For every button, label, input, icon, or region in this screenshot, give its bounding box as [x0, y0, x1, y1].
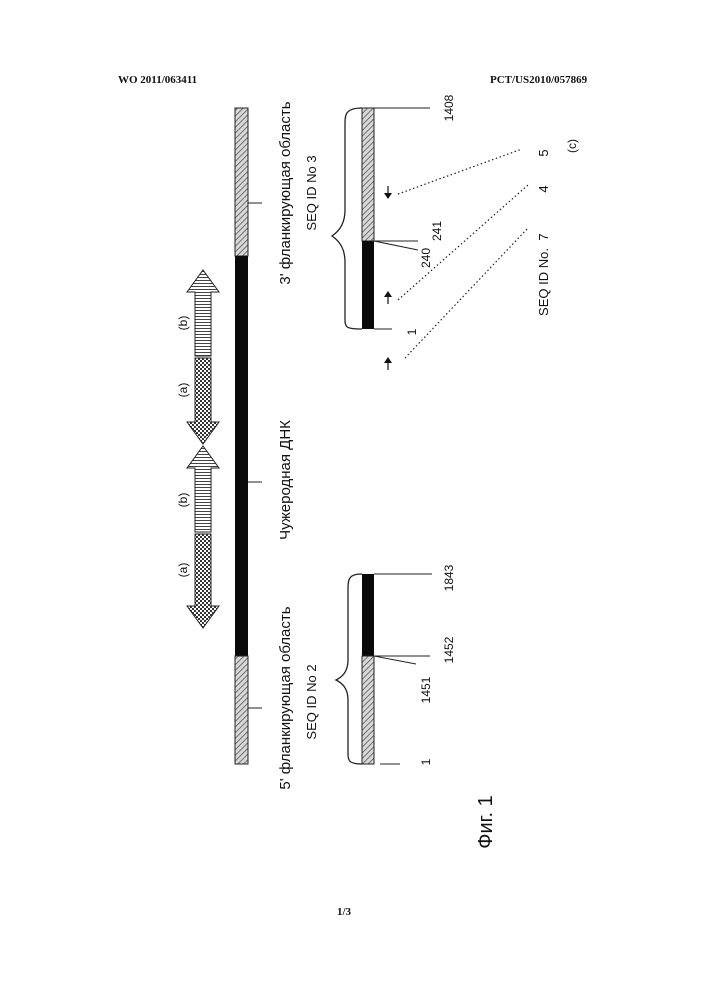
seq3-brace — [332, 108, 362, 329]
seq2-insert-segment — [362, 574, 374, 656]
seq3-insert-segment — [362, 241, 374, 329]
arrow-b-lower — [187, 446, 219, 532]
flank5-segment — [235, 656, 248, 764]
arrow-label-c: (c) — [565, 139, 579, 153]
seq2-pos-start-insert: 1452 — [442, 636, 456, 663]
leader-7 — [405, 228, 528, 358]
seq2-brace — [336, 574, 362, 764]
main-dna-bar — [235, 108, 262, 764]
seq3-detail — [332, 108, 430, 329]
page-number: 1/3 — [337, 906, 351, 918]
primer-c-group — [384, 149, 528, 370]
foreign-dna-segment — [235, 256, 248, 656]
arrow-label-a-upper: (a) — [176, 383, 190, 398]
seq3-pos-start-flank: 241 — [430, 221, 444, 241]
leader-4 — [398, 185, 528, 300]
seq3-pos-start: 1 — [405, 328, 419, 335]
seq3-pos-end-insert: 240 — [419, 248, 433, 268]
flank3-label: 3' фланкирующая область — [277, 101, 294, 284]
seq2-label: SEQ ID No 2 — [304, 664, 319, 739]
seq2-pos-start: 1 — [419, 758, 433, 765]
seq3-flank-segment — [362, 108, 374, 241]
flank5-label: 5' фланкирующая область — [277, 606, 294, 789]
arrow-label-b-lower: (b) — [176, 493, 190, 508]
primer-seq-id-4: 4 — [536, 185, 551, 192]
seq2-detail — [336, 574, 432, 764]
primer-seq-id-5: 5 — [536, 149, 551, 156]
seq2-flank-segment — [362, 656, 374, 764]
leader-5 — [398, 149, 522, 194]
seq2-pos-end-flank: 1451 — [419, 676, 433, 703]
seq2-pos-end: 1843 — [442, 564, 456, 591]
primer-arrows — [187, 270, 219, 628]
arrow-label-a-lower: (a) — [176, 563, 190, 578]
seq3-pos-end: 1408 — [442, 94, 456, 121]
figure-caption: Фиг. 1 — [475, 795, 497, 848]
arrow-a-upper — [187, 358, 219, 444]
primer-seq-id-7: 7 — [536, 233, 551, 240]
foreign-dna-label: Чужеродная ДНК — [277, 420, 294, 540]
seq-id-no-label: SEQ ID No. — [536, 248, 551, 316]
arrow-b-upper — [187, 270, 219, 356]
seq3-label: SEQ ID No 3 — [304, 155, 319, 230]
arrow-a-lower — [187, 534, 219, 628]
flank3-segment — [235, 108, 248, 256]
arrow-label-b-upper: (b) — [176, 316, 190, 331]
